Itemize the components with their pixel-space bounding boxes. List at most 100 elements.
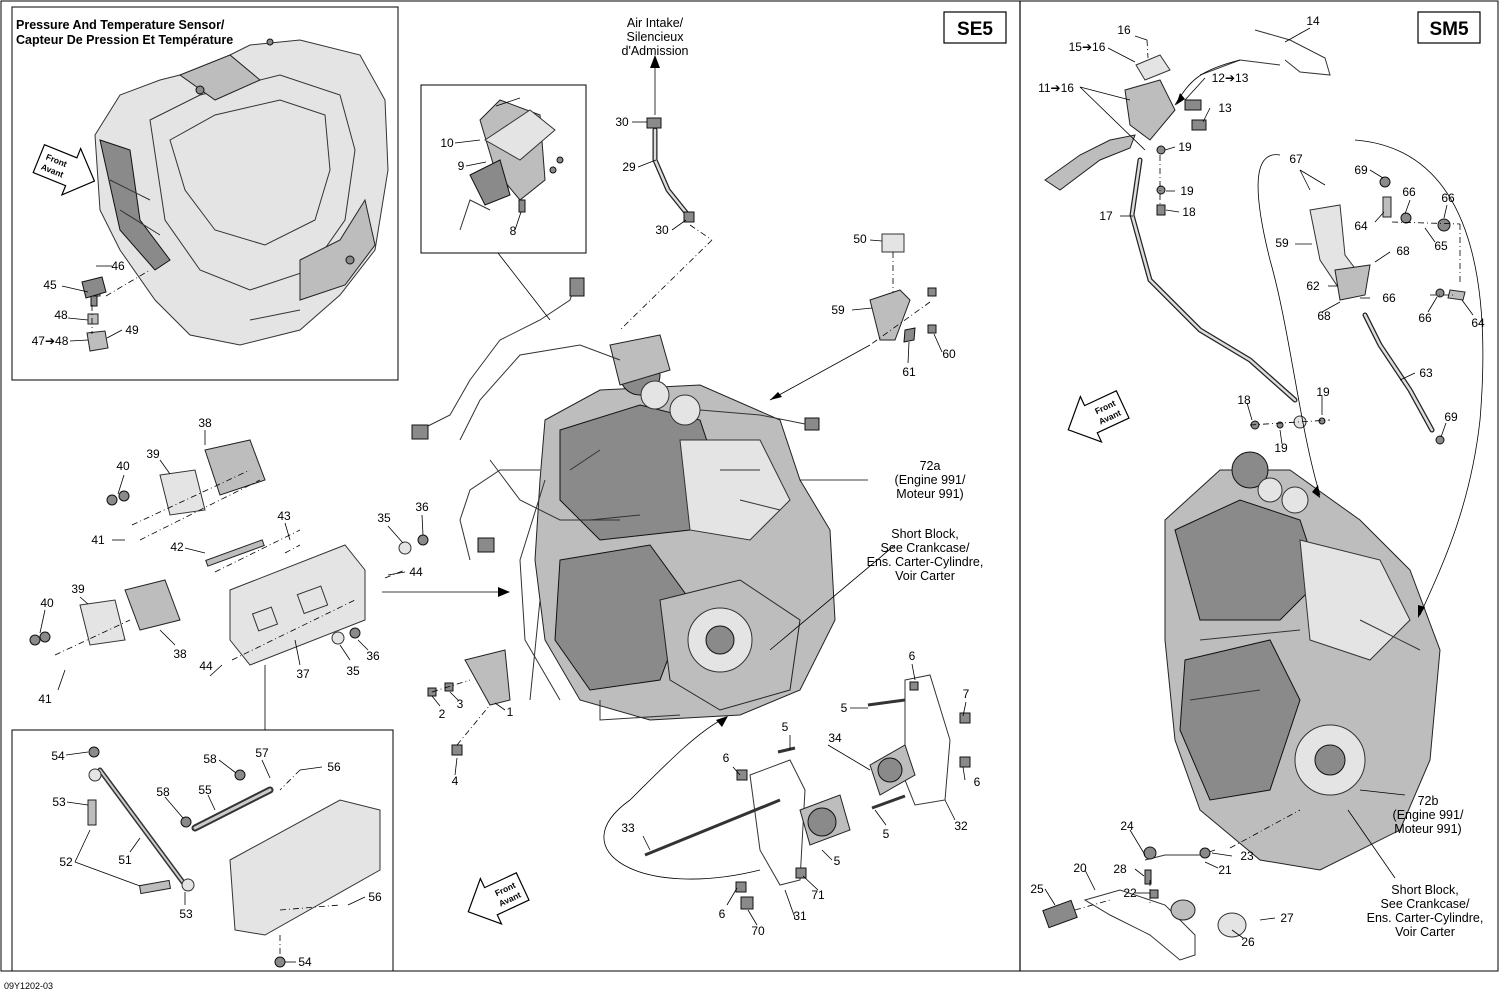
caption-engine72b-fr: Moteur 991) — [1394, 822, 1461, 836]
callout-c47: 47➔48 — [32, 334, 69, 348]
callout-c36b: 36 — [366, 649, 380, 663]
callout-c18a: 18 — [1182, 205, 1196, 219]
caption-sensor-en: Pressure And Temperature Sensor/ — [16, 18, 225, 32]
callout-c66b: 66 — [1441, 191, 1455, 205]
callout-c57: 57 — [255, 746, 269, 760]
callout-c58a: 58 — [156, 785, 170, 799]
caption-air-fr2: d'Admission — [622, 44, 689, 58]
callout-c66d: 66 — [1418, 311, 1432, 325]
callout-c5d: 5 — [834, 854, 841, 868]
callout-c29: 29 — [622, 160, 636, 174]
callout-c5c: 5 — [883, 827, 890, 841]
callout-c6a: 6 — [909, 649, 916, 663]
inset-sensor-frame — [11, 6, 399, 381]
callout-c10: 10 — [440, 136, 454, 150]
callout-c53a: 53 — [52, 795, 66, 809]
inset-air-intake-frame — [420, 84, 587, 254]
front-arrow-sensor: Front Avant — [32, 143, 96, 197]
callout-c13: 13 — [1218, 101, 1232, 115]
callout-c65: 65 — [1434, 239, 1448, 253]
callout-c11: 11➔16 — [1038, 81, 1074, 95]
callout-c69a: 69 — [1354, 163, 1368, 177]
torque-rod-assembly — [87, 746, 381, 968]
inset-rod-frame — [11, 729, 394, 972]
callout-c44a: 44 — [409, 565, 423, 579]
engine-mount-sm5 — [1042, 846, 1247, 961]
callout-c63: 63 — [1419, 366, 1433, 380]
callout-c9: 9 — [458, 159, 465, 173]
callout-c60: 60 — [942, 347, 956, 361]
caption-shortblock2-l4: Voir Carter — [1395, 925, 1455, 939]
callout-c58b: 58 — [203, 752, 217, 766]
callout-c43: 43 — [277, 509, 291, 523]
engine-mount-brackets-se5 — [644, 674, 971, 910]
callout-c32: 32 — [954, 819, 968, 833]
callout-c61: 61 — [902, 365, 916, 379]
callout-c51: 51 — [118, 853, 132, 867]
callout-c59b: 59 — [1275, 236, 1289, 250]
caption-shortblock2-l1: Short Block, — [1391, 883, 1458, 897]
callout-c18b: 18 — [1237, 393, 1251, 407]
callout-c66c: 66 — [1382, 291, 1396, 305]
callout-c15: 15➔16 — [1069, 40, 1106, 54]
callout-c64b: 64 — [1471, 316, 1485, 330]
callout-c6d: 6 — [719, 907, 726, 921]
caption-engine72a-en: (Engine 991/ — [895, 473, 966, 487]
callout-c3: 3 — [457, 697, 464, 711]
callout-c37: 37 — [296, 667, 310, 681]
footer-code: 09Y1202-03 — [4, 981, 53, 991]
badge-sm5: SM5 — [1417, 11, 1481, 44]
callout-c22: 22 — [1123, 886, 1137, 900]
callout-c7: 7 — [963, 687, 970, 701]
bracket-59-sm5 — [1309, 176, 1466, 301]
callout-c6b: 6 — [723, 751, 730, 765]
callout-c67: 67 — [1289, 152, 1303, 166]
callout-c53b: 53 — [179, 907, 193, 921]
front-arrow-se5: Front Avant — [467, 872, 530, 925]
callout-c30a: 30 — [615, 115, 629, 129]
callout-c56a: 56 — [327, 760, 341, 774]
sm5-small-parts — [1156, 145, 1445, 445]
caption-air-fr1: Silencieux — [627, 30, 685, 44]
callout-c16: 16 — [1117, 23, 1131, 37]
caption-shortblock-l1: Short Block, — [891, 527, 958, 541]
callout-c54a: 54 — [51, 749, 65, 763]
callout-c5a: 5 — [841, 701, 848, 715]
callout-c39a: 39 — [146, 447, 160, 461]
callout-c5b: 5 — [782, 720, 789, 734]
callout-c30b: 30 — [655, 223, 669, 237]
callout-c69b: 69 — [1444, 410, 1458, 424]
callout-c24: 24 — [1120, 819, 1134, 833]
callout-c54b: 54 — [298, 955, 312, 969]
callout-c33: 33 — [621, 821, 635, 835]
callout-c68b: 68 — [1317, 309, 1331, 323]
callout-c41b: 41 — [38, 692, 52, 706]
callout-c27: 27 — [1280, 911, 1294, 925]
front-arrow-sm5: Front Avant — [1067, 390, 1130, 443]
callout-c8: 8 — [510, 224, 517, 238]
callout-c36a: 36 — [415, 500, 429, 514]
callout-c34: 34 — [828, 731, 842, 745]
leader-lines — [39, 27, 1484, 963]
callout-c12: 12➔13 — [1212, 71, 1249, 85]
callout-c17: 17 — [1099, 209, 1113, 223]
badge-sm5-text: SM5 — [1429, 19, 1469, 40]
caption-sensor-fr: Capteur De Pression Et Température — [16, 33, 233, 47]
callout-c1: 1 — [507, 705, 514, 719]
callout-c62: 62 — [1306, 279, 1320, 293]
callout-c28: 28 — [1113, 862, 1127, 876]
callout-c38b: 38 — [173, 647, 187, 661]
callout-c66a: 66 — [1402, 185, 1416, 199]
callout-c2: 2 — [439, 707, 446, 721]
cable-17 — [1129, 157, 1298, 403]
callout-c40b: 40 — [40, 596, 54, 610]
air-intake-hose — [646, 55, 695, 223]
bracket-1 — [427, 649, 511, 756]
sensor-parts — [81, 276, 109, 352]
caption-engine72b-en: (Engine 991/ — [1393, 808, 1464, 822]
callout-c68a: 68 — [1396, 244, 1410, 258]
throttle-lever-assembly — [1044, 29, 1331, 191]
callout-c41a: 41 — [91, 533, 105, 547]
air-intake-sensor-drawing — [459, 97, 564, 231]
